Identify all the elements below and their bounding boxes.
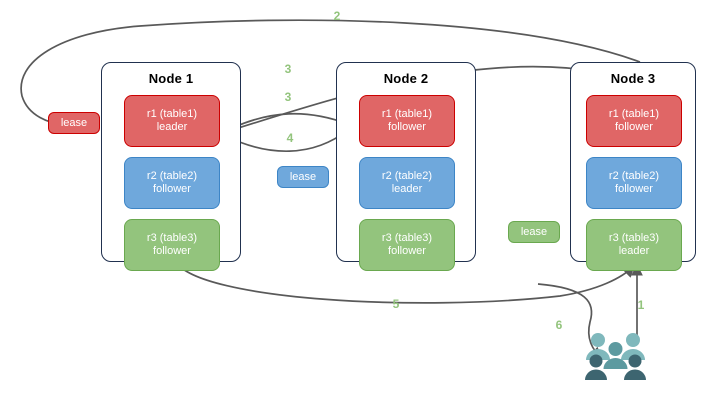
replica-node3-r1[interactable]: r1 (table1) follower — [586, 95, 682, 147]
arrow-step-6 — [537, 283, 603, 359]
node-title-2: Node 2 — [383, 71, 429, 86]
step-label-2: 2 — [333, 9, 341, 23]
replica-node3-r2[interactable]: r2 (table2) follower — [586, 157, 682, 209]
step-label-6: 6 — [555, 318, 563, 332]
replica-role: leader — [156, 121, 188, 133]
step-label-4: 4 — [286, 131, 294, 145]
replica-role: follower — [615, 121, 653, 133]
replica-name: r1 (table1) — [146, 107, 198, 120]
arrow-step-4 — [226, 129, 349, 152]
arrow-step-2 — [20, 19, 641, 130]
node-container-3[interactable]: Node 3 r1 (table1) follower r2 (table2) … — [570, 62, 696, 271]
replica-name: r1 (table1) — [608, 107, 660, 120]
replica-name: r2 (table2) — [146, 169, 198, 182]
lease-badge-red[interactable]: lease — [48, 112, 100, 134]
people-group-icon — [585, 333, 646, 380]
node-container-1[interactable]: Node 1 r1 (table1) leader r2 (table2) fo… — [101, 62, 241, 271]
replica-node2-r2[interactable]: r2 (table2) leader — [359, 157, 455, 209]
replica-node1-r1[interactable]: r1 (table1) leader — [124, 95, 220, 147]
replica-role: follower — [153, 245, 191, 257]
replica-role: leader — [391, 183, 423, 195]
node-title-1: Node 1 — [148, 71, 194, 86]
step-label-3-lower: 3 — [284, 90, 292, 104]
node-container-2[interactable]: Node 2 r1 (table1) follower r2 (table2) … — [336, 62, 476, 271]
replica-role: follower — [388, 121, 426, 133]
replica-name: r3 (table3) — [608, 231, 660, 244]
replica-node1-r3[interactable]: r3 (table3) follower — [124, 219, 220, 271]
replica-name: r2 (table2) — [608, 169, 660, 182]
replica-node3-r3[interactable]: r3 (table3) leader — [586, 219, 682, 271]
replica-role: follower — [615, 183, 653, 195]
replica-name: r3 (table3) — [146, 231, 198, 244]
replica-name: r2 (table2) — [381, 169, 433, 182]
lease-badge-blue[interactable]: lease — [277, 166, 329, 188]
step-label-1: 1 — [637, 298, 645, 312]
step-label-5: 5 — [392, 297, 400, 311]
arrow-step-5 — [175, 261, 635, 304]
replica-role: follower — [388, 245, 426, 257]
replica-role: follower — [153, 183, 191, 195]
lease-badge-green[interactable]: lease — [508, 221, 560, 243]
replica-node1-r2[interactable]: r2 (table2) follower — [124, 157, 220, 209]
node-title-3: Node 3 — [610, 71, 656, 86]
replica-node2-r3[interactable]: r3 (table3) follower — [359, 219, 455, 271]
replica-name: r3 (table3) — [381, 231, 433, 244]
replica-node2-r1[interactable]: r1 (table1) follower — [359, 95, 455, 147]
replica-name: r1 (table1) — [381, 107, 433, 120]
step-label-3-upper: 3 — [284, 62, 292, 76]
replica-role: leader — [618, 245, 650, 257]
